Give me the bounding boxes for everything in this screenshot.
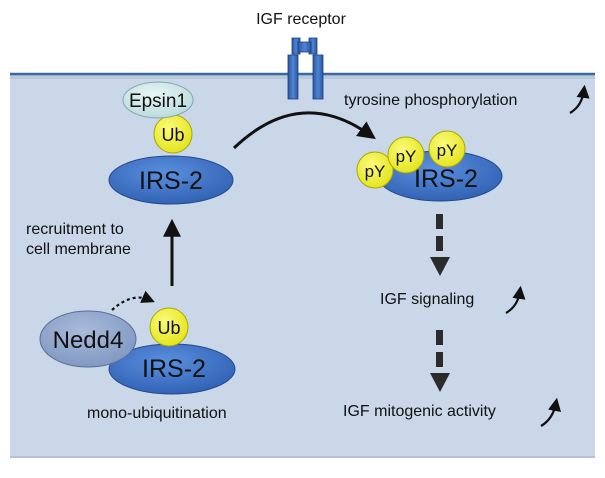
tyrosine-phosphorylation-label: tyrosine phosphorylation	[344, 92, 517, 109]
cell-membrane-shadow	[10, 73, 595, 79]
recruitment-label-line2: cell membrane	[26, 241, 131, 258]
py-left	[356, 151, 394, 189]
py-mid	[387, 136, 425, 174]
irs2-top-label: IRS-2	[139, 167, 203, 195]
phosphorylation-arrow	[232, 111, 376, 150]
cell-cytoplasm	[10, 73, 595, 458]
igf-signaling-label: IGF signaling	[380, 291, 474, 308]
irs2-bottom-label: IRS-2	[142, 355, 206, 383]
py-mid-label: pY	[396, 147, 417, 166]
ubiquitin-transfer-arrow	[111, 290, 155, 311]
py-right-label: pY	[437, 141, 458, 160]
mono-ubiquitination-label: mono-ubiquitination	[87, 405, 227, 422]
py-left-label: pY	[365, 162, 386, 181]
epsin1	[122, 81, 194, 119]
irs2-top	[108, 155, 234, 205]
epsin1-label: Epsin1	[129, 91, 187, 112]
ub-top-label: Ub	[161, 125, 184, 145]
igf-receptor	[287, 37, 324, 100]
nedd4-label: Nedd4	[53, 327, 124, 354]
ub-bottom-label: Ub	[157, 318, 180, 338]
igf-receptor-label: IGF receptor	[256, 11, 346, 28]
ub-bottom	[149, 307, 189, 347]
py-right	[428, 130, 466, 168]
nedd4	[39, 310, 137, 368]
dashed-arrow-signaling	[430, 214, 450, 276]
irs2-right-label: IRS-2	[414, 165, 478, 193]
increase-arrow-2	[505, 285, 526, 314]
increase-arrow-3	[540, 397, 562, 427]
dashed-arrow-mitogenic	[430, 330, 450, 392]
recruitment-label-line1: recruitment to	[26, 221, 124, 238]
igf-mitogenic-label: IGF mitogenic activity	[343, 403, 496, 420]
increase-arrow-1	[569, 84, 590, 114]
